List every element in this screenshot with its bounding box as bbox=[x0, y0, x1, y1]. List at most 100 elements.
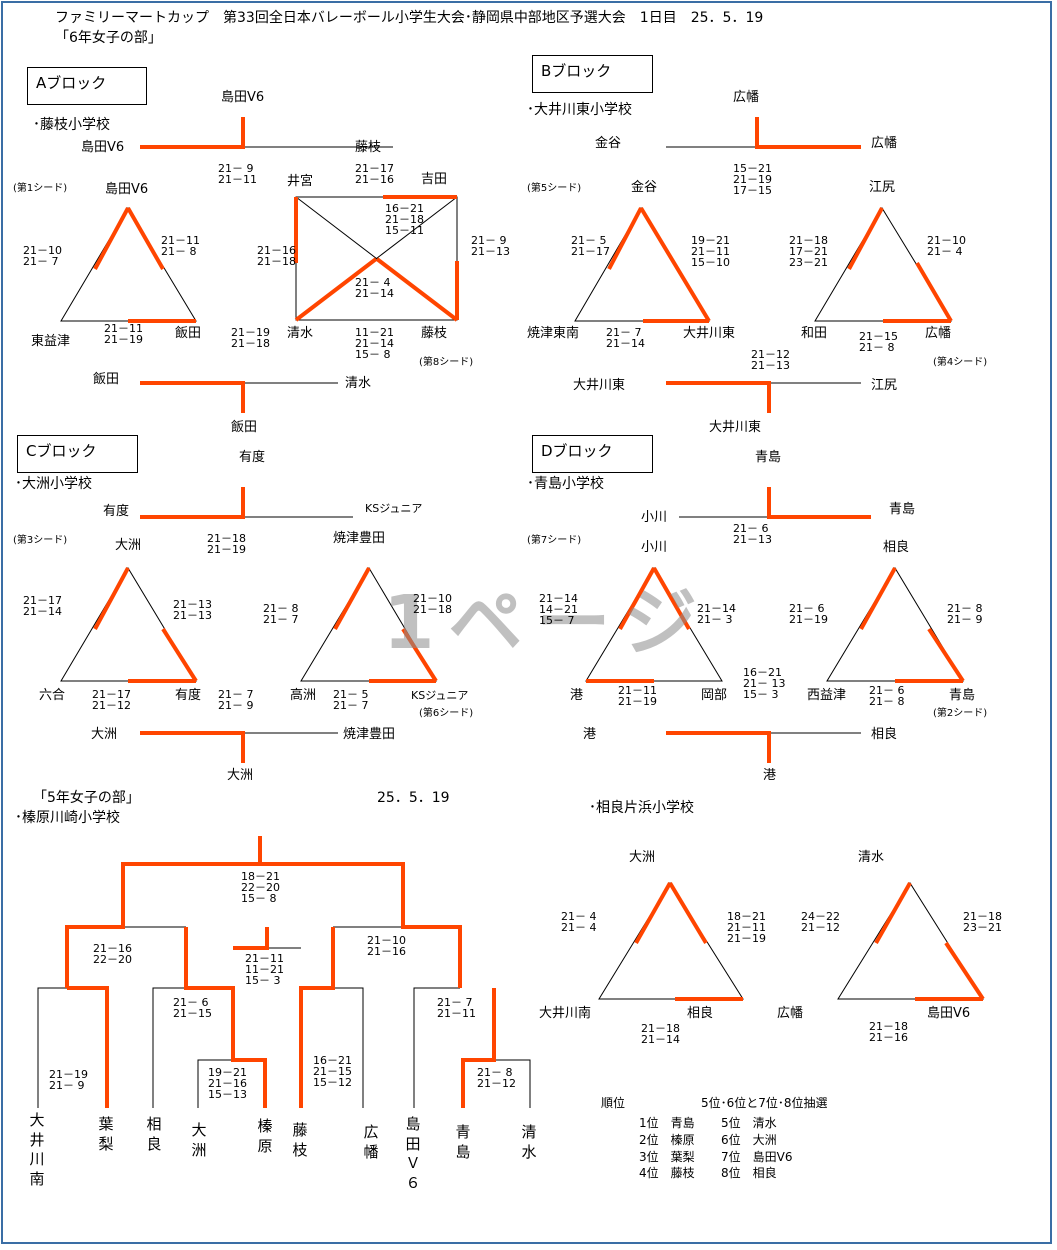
team-label: 金谷 bbox=[631, 180, 658, 195]
section-title-5th-girls: 「5年女子の部」 bbox=[33, 790, 140, 806]
team-label: 相良 bbox=[883, 540, 910, 555]
score: 21－11 21－19 bbox=[104, 322, 143, 346]
team-label: 飯田 bbox=[231, 420, 258, 435]
seed-label: (第8シード) bbox=[419, 357, 474, 368]
team-label: 清水 bbox=[858, 850, 885, 865]
score: 21－ 5 21－17 bbox=[571, 234, 610, 258]
team-label: 清水 bbox=[345, 376, 372, 391]
team-label-vertical: 青島 bbox=[455, 1123, 471, 1161]
score: 21－19 21－ 9 bbox=[49, 1068, 88, 1092]
team-label: 小川 bbox=[641, 540, 668, 555]
score: 21－18 23－21 bbox=[963, 910, 1002, 934]
score: 21－ 7 21－ 9 bbox=[218, 688, 254, 712]
score: 21－17 21－14 bbox=[23, 594, 62, 618]
score: 21－ 7 21－14 bbox=[606, 326, 645, 350]
team-label: 港 bbox=[570, 688, 584, 703]
score: 24－22 21－12 bbox=[801, 910, 840, 934]
team-label: 西益津 bbox=[807, 688, 847, 703]
score: 21－18 21－16 bbox=[869, 1020, 908, 1044]
team-label: 広幡 bbox=[733, 90, 760, 105]
score: 21－16 21－18 bbox=[257, 244, 296, 268]
team-label: 焼津東南 bbox=[527, 326, 580, 341]
score: 19－21 21－16 15－13 bbox=[208, 1066, 247, 1101]
team-label: 焼津豊田 bbox=[333, 531, 386, 546]
team-label: 港 bbox=[583, 727, 597, 742]
team-label: 東益津 bbox=[31, 334, 71, 349]
score: 21－14 14－21 15－ 7 bbox=[539, 592, 578, 627]
team-label: 大井川東 bbox=[683, 326, 736, 341]
score: 21－17 21－12 bbox=[92, 688, 131, 712]
score: 21－ 8 21－ 9 bbox=[947, 602, 983, 626]
team-label: 相良 bbox=[687, 1006, 714, 1021]
team-label: 大洲 bbox=[115, 538, 142, 553]
score: 19－21 21－11 15－10 bbox=[691, 234, 730, 269]
score: 21－10 21－18 bbox=[413, 592, 452, 616]
score: 21－ 7 21－11 bbox=[437, 996, 476, 1020]
team-label: 青島 bbox=[889, 502, 916, 517]
team-label: 相良 bbox=[871, 727, 898, 742]
block-b-venue: ･大井川東小学校 bbox=[527, 102, 632, 118]
score: 11－21 21－14 15－ 8 bbox=[355, 326, 394, 361]
team-label: 江尻 bbox=[869, 180, 896, 195]
team-label: 大井川東 bbox=[573, 378, 626, 393]
ranking-note: 5位･6位と7位･8位抽選 bbox=[701, 1096, 828, 1110]
team-label: 島田V6 bbox=[105, 182, 149, 197]
block-c-venue: ･大洲小学校 bbox=[15, 476, 92, 492]
block-d-venue: ･青島小学校 bbox=[527, 476, 604, 492]
score: 21－11 21－19 bbox=[618, 684, 657, 708]
team-label-vertical: 清水 bbox=[521, 1123, 537, 1161]
team-label: 岡部 bbox=[701, 688, 728, 703]
score: 21－13 21－13 bbox=[173, 598, 212, 622]
score: 21－12 21－13 bbox=[751, 348, 790, 372]
ranking-list-left: 1位 青島 2位 榛原 3位 葉梨 4位 藤枝 bbox=[639, 1116, 695, 1181]
team-label: 大洲 bbox=[227, 768, 254, 783]
team-label: 青島 bbox=[949, 688, 976, 703]
score: 21－ 4 21－ 4 bbox=[561, 910, 597, 934]
score: 21－11 11－21 15－ 3 bbox=[245, 952, 284, 987]
score: 21－10 21－ 4 bbox=[927, 234, 966, 258]
team-label: 飯田 bbox=[175, 326, 202, 341]
team-label: 港 bbox=[763, 768, 777, 783]
page-title: ファミリーマートカップ 第33回全日本バレーボール小学生大会･静岡県中部地区予選… bbox=[55, 10, 764, 26]
score: 21－14 21－ 3 bbox=[697, 602, 736, 626]
team-label: 井宮 bbox=[287, 174, 314, 189]
team-label: KSジュニア bbox=[411, 689, 469, 702]
score: 21－10 21－16 bbox=[367, 934, 406, 958]
team-label: 有度 bbox=[103, 504, 130, 519]
team-label: 有度 bbox=[239, 450, 266, 465]
team-label: 広幡 bbox=[925, 326, 952, 341]
team-label: 江尻 bbox=[871, 378, 898, 393]
seed-label: (第1シード) bbox=[13, 183, 68, 194]
block-b-label: Bブロック bbox=[532, 55, 653, 93]
team-label: KSジュニア bbox=[365, 502, 423, 515]
team-label-vertical: 藤枝 bbox=[292, 1121, 308, 1159]
score: 18－21 21－11 21－19 bbox=[727, 910, 766, 945]
team-label-vertical: 広幡 bbox=[363, 1123, 379, 1161]
team-label: 吉田 bbox=[421, 172, 448, 187]
seed-label: (第4シード) bbox=[933, 357, 988, 368]
score: 15－21 21－19 17－15 bbox=[733, 162, 772, 197]
team-label: 大洲 bbox=[629, 850, 656, 865]
score: 21－17 21－16 bbox=[355, 162, 394, 186]
team-label: 金谷 bbox=[595, 136, 622, 151]
block-c-label: Cブロック bbox=[17, 435, 138, 473]
section-title-6th-girls: 「6年女子の部」 bbox=[55, 30, 162, 46]
score: 21－18 21－14 bbox=[641, 1022, 680, 1046]
score: 21－ 6 21－ 8 bbox=[869, 684, 905, 708]
team-label: 和田 bbox=[801, 326, 828, 341]
ranking-header: 順位 bbox=[601, 1096, 626, 1110]
score: 21－10 21－ 7 bbox=[23, 244, 62, 268]
score: 21－18 17－21 23－21 bbox=[789, 234, 828, 269]
score: 21－ 5 21－ 7 bbox=[333, 688, 369, 712]
score: 21－11 21－ 8 bbox=[161, 234, 200, 258]
score: 21－15 21－ 8 bbox=[859, 330, 898, 354]
seed-label: (第6シード) bbox=[419, 708, 474, 719]
score: 21－19 21－18 bbox=[231, 326, 270, 350]
team-label: 大洲 bbox=[91, 727, 118, 742]
team-label-vertical: 榛原 bbox=[257, 1117, 273, 1155]
team-label-vertical: 相良 bbox=[146, 1115, 162, 1153]
team-label: 藤枝 bbox=[355, 140, 382, 155]
score: 21－ 8 21－ 7 bbox=[263, 602, 299, 626]
score: 21－16 22－20 bbox=[93, 942, 132, 966]
